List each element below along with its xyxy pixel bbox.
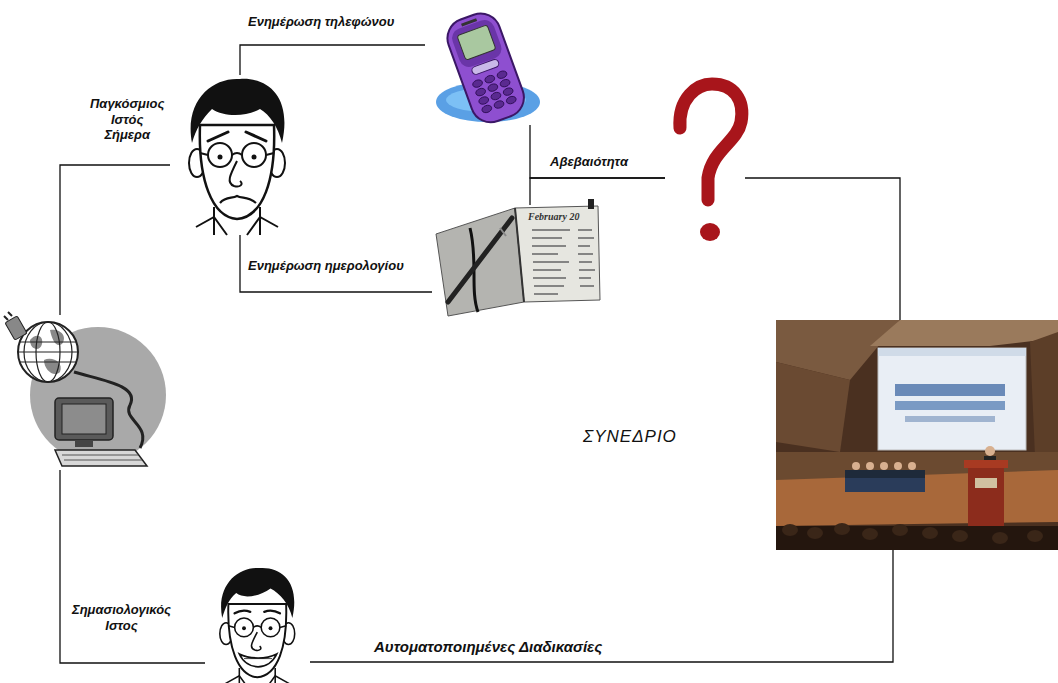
web-computer bbox=[4, 312, 166, 466]
connector-label: Ενημέρωση ημερολογίου bbox=[246, 258, 406, 274]
happy-face-node bbox=[205, 565, 310, 683]
connector-line bbox=[530, 125, 665, 178]
connector-line bbox=[240, 235, 432, 292]
question-mark-node bbox=[665, 80, 745, 245]
notebook-node: February 20 bbox=[432, 205, 602, 317]
conference-heading: ΣΥΝΕΔΡΙΟ bbox=[583, 427, 677, 447]
connector-line bbox=[310, 550, 893, 662]
conference-photo bbox=[776, 320, 1058, 550]
notebook-date: February 20 bbox=[527, 211, 580, 223]
connector-label: Ενημέρωση τηλεφώνου bbox=[246, 14, 396, 30]
connector-label: Αυτοματοποιημένες Διαδικασίες bbox=[372, 638, 604, 656]
connector-line bbox=[60, 165, 170, 315]
worried-face-node bbox=[170, 75, 305, 235]
mobile-phone bbox=[436, 8, 540, 128]
connector-label: Παγκόσμιος Ιστός Σήμερα bbox=[88, 96, 166, 143]
worried-face bbox=[189, 79, 285, 235]
web-computer-node bbox=[5, 315, 167, 470]
question-mark bbox=[680, 84, 742, 241]
connector-line bbox=[60, 470, 205, 663]
connector-label: Σημασιολογικός Ιστος bbox=[70, 602, 173, 633]
connector-line bbox=[745, 178, 900, 320]
connector-line bbox=[530, 178, 665, 205]
connector-label: Αβεβαιότητα bbox=[548, 154, 630, 170]
connector-line bbox=[240, 45, 425, 75]
notebook bbox=[436, 199, 600, 316]
conference-node: ΣΥΝΕΔΡΙΟ bbox=[776, 320, 1058, 550]
phone-node bbox=[425, 15, 540, 125]
happy-face bbox=[220, 568, 295, 683]
